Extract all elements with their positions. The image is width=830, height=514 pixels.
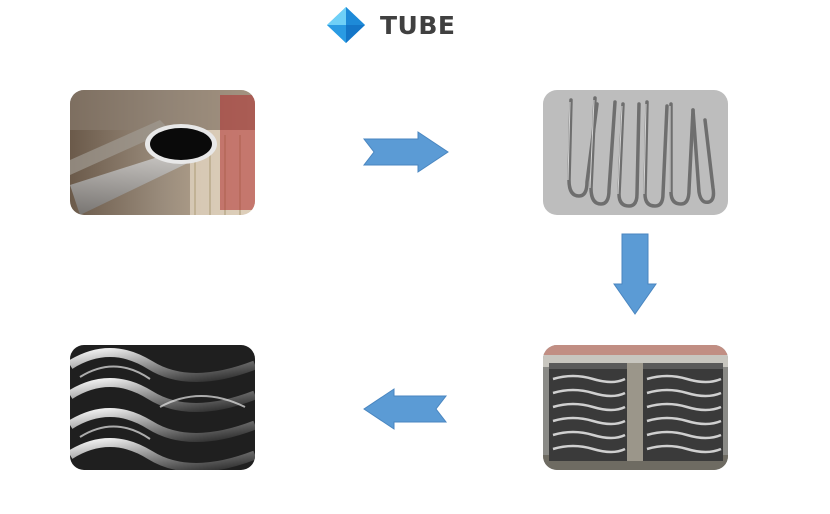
blue-diamond-icon bbox=[327, 7, 365, 43]
arrow-down-icon bbox=[613, 233, 657, 315]
header: TUBE bbox=[326, 6, 456, 44]
page-title: TUBE bbox=[380, 10, 456, 40]
finned-tube-assembly-photo bbox=[543, 345, 728, 470]
arrow-right-icon bbox=[362, 131, 449, 173]
arrow-left-icon bbox=[363, 388, 448, 430]
tube-cross-section-photo bbox=[70, 90, 255, 215]
bent-u-tubes-photo bbox=[543, 90, 728, 215]
tube-bundle-closeup-photo bbox=[70, 345, 255, 470]
